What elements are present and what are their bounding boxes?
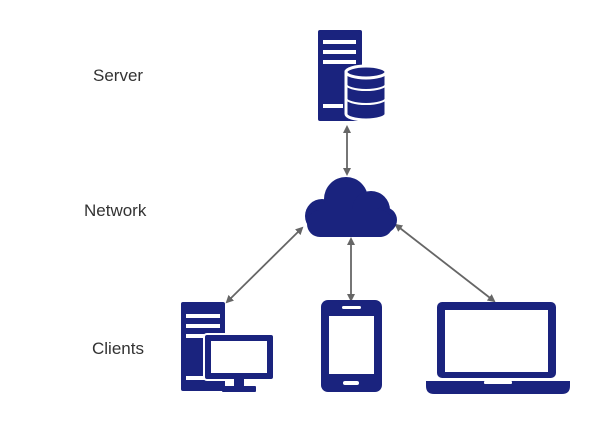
smartphone-icon	[321, 300, 382, 392]
connectors	[225, 125, 496, 304]
clients-label: Clients	[92, 339, 144, 358]
connector-network-laptop	[394, 223, 496, 303]
desktop-computer-icon	[181, 302, 275, 392]
connector-network-desktop	[225, 226, 304, 304]
cloud-icon	[305, 177, 397, 237]
server-with-database-icon	[318, 30, 388, 122]
laptop-icon	[426, 302, 570, 394]
network-label: Network	[84, 201, 147, 220]
server-label: Server	[93, 66, 143, 85]
